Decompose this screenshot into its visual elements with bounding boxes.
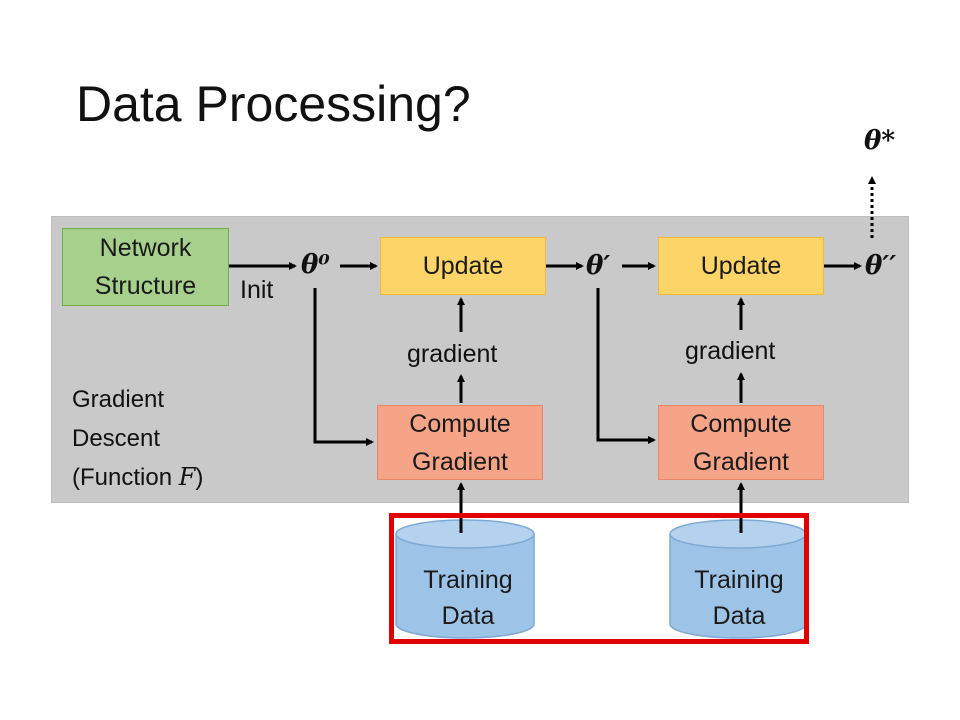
slide-title: Data Processing? xyxy=(76,76,471,132)
compute-gradient-line1: Compute xyxy=(409,409,511,438)
arrow-theta0-compute xyxy=(313,288,374,446)
training-data-line2: Data xyxy=(441,602,495,630)
training-data-line1: Training xyxy=(423,566,513,594)
compute-gradient-line2: Gradient xyxy=(412,447,508,476)
compute-gradient-box-2: Compute Gradient xyxy=(658,405,824,480)
arrow-theta1-compute xyxy=(596,288,656,444)
function-variable: F xyxy=(178,463,196,491)
network-structure-line2: Structure xyxy=(94,272,197,300)
network-structure-line1: Network xyxy=(99,234,192,262)
side-label-line3: (Function F) xyxy=(72,458,203,497)
training-data-highlight-box xyxy=(389,513,809,644)
training-data-label-2: Training Data xyxy=(669,562,809,634)
training-data-line1: Training xyxy=(694,566,784,594)
update-box-2: Update xyxy=(658,237,824,295)
training-data-cylinder-2 xyxy=(669,519,807,639)
side-label-suffix: ) xyxy=(195,464,204,491)
network-structure-box: Network Structure xyxy=(62,228,229,306)
training-data-line2: Data xyxy=(712,602,766,630)
init-label: Init xyxy=(240,276,274,304)
compute-gradient-line1: Compute xyxy=(690,409,792,438)
side-label-line1: Gradient xyxy=(72,386,165,413)
theta-double-prime: θ′′ xyxy=(865,251,897,281)
gradient-label-1: gradient xyxy=(407,340,498,368)
side-label-line2: Descent xyxy=(72,425,161,452)
update-box-1: Update xyxy=(380,237,546,295)
gradient-label-2: gradient xyxy=(685,337,776,365)
compute-gradient-box-1: Compute Gradient xyxy=(377,405,543,480)
theta-star: θ* xyxy=(864,126,895,156)
theta-0: θ⁰ xyxy=(301,250,330,280)
gradient-descent-label: Gradient Descent (Function F) xyxy=(72,380,203,497)
theta-prime: θ′ xyxy=(586,251,611,281)
compute-gradient-line2: Gradient xyxy=(693,447,789,476)
side-label-prefix: (Function xyxy=(72,464,179,491)
training-data-label-1: Training Data xyxy=(398,562,538,634)
training-data-cylinder-1 xyxy=(395,519,535,639)
